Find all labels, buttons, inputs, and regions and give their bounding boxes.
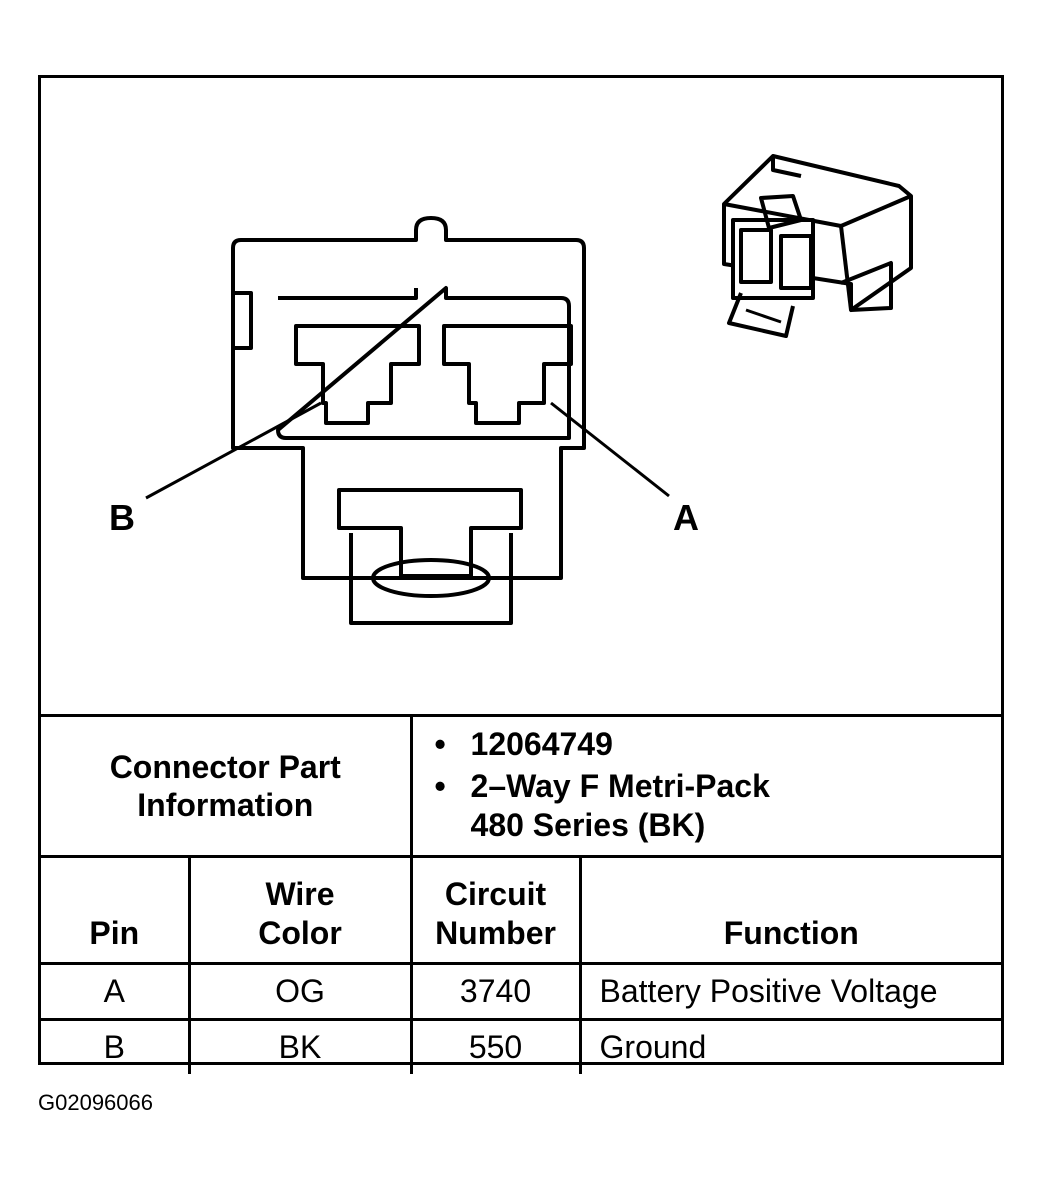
leader-line-b	[145, 401, 322, 500]
cell-circuit: 550	[409, 1018, 582, 1074]
connector-drawing: B A	[41, 78, 1001, 714]
header-wire-color-line2: Color	[258, 914, 342, 951]
header-function: Function	[578, 855, 1002, 965]
figure-id: G02096066	[38, 1090, 153, 1115]
connector-cavity	[276, 286, 571, 440]
part-number: 12064749	[435, 725, 1002, 764]
lock-latch	[349, 533, 513, 625]
lock-tab	[337, 488, 523, 578]
header-circuit-line2: Number	[435, 914, 556, 951]
header-wire-color-line1: Wire	[265, 876, 335, 913]
leader-line-a	[550, 401, 670, 498]
part-description-line1: 2–Way F Metri-Pack	[470, 768, 770, 805]
pin-label-b: B	[109, 497, 135, 538]
connector-part-info-label: Connector Part Information	[41, 714, 413, 858]
table-row: A OG 3740 Battery Positive Voltage	[41, 962, 1002, 1021]
pin-label-a: A	[673, 497, 699, 538]
part-description: 2–Way F Metri-Pack 480 Series (BK)	[435, 767, 1002, 844]
cell-wire-color: BK	[187, 1018, 413, 1074]
connector-part-label-line1: Connector Part	[109, 748, 341, 785]
part-description-line2: 480 Series (BK)	[470, 806, 706, 843]
cell-function: Battery Positive Voltage	[578, 962, 1002, 1021]
header-pin: Pin	[41, 855, 191, 965]
connector-face-outline	[231, 216, 586, 580]
header-circuit-number: Circuit Number	[409, 855, 582, 965]
latch-slot	[371, 558, 491, 598]
cell-function: Ground	[578, 1018, 1002, 1074]
terminal-a	[442, 324, 573, 425]
terminal-b	[294, 324, 421, 425]
header-wire-color: Wire Color	[187, 855, 413, 965]
connector-part-label-line2: Information	[137, 787, 314, 823]
connector-isometric	[722, 154, 913, 338]
connector-info-table: Connector Part Information 12064749 2–Wa…	[41, 714, 1002, 1074]
table-row: B BK 550 Ground	[41, 1018, 1002, 1074]
cell-pin: B	[41, 1018, 191, 1074]
diagram-frame: B A Connector Part Information 12064749 …	[38, 75, 1004, 1074]
connector-part-info-values: 12064749 2–Way F Metri-Pack 480 Series (…	[409, 714, 1002, 858]
table-header-row: Pin Wire Color Circuit Number Function	[41, 855, 1002, 965]
connector-latch-left	[233, 291, 253, 350]
cell-wire-color: OG	[187, 962, 413, 1021]
cell-pin: A	[41, 962, 191, 1021]
header-circuit-line1: Circuit	[444, 876, 547, 913]
cell-circuit: 3740	[409, 962, 582, 1021]
